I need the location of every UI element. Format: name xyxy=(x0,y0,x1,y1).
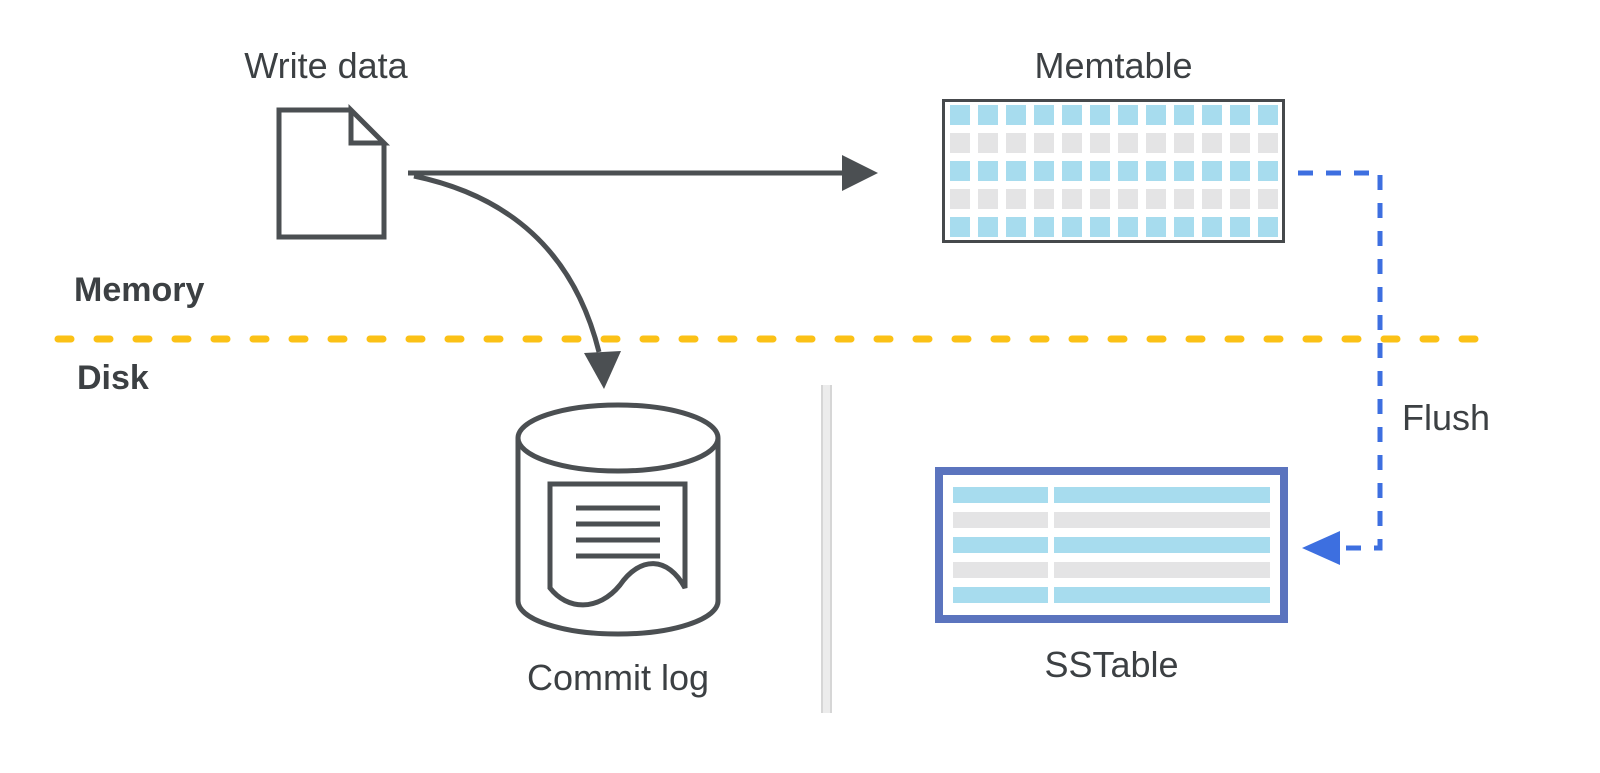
memtable-cell xyxy=(1229,133,1250,153)
memtable-grid xyxy=(945,102,1282,240)
memtable-cell xyxy=(1033,133,1054,153)
document-icon xyxy=(276,103,391,240)
memtable-cell xyxy=(1089,105,1110,125)
memtable-cell xyxy=(1229,217,1250,237)
memtable-cell xyxy=(1229,161,1250,181)
memtable-cell xyxy=(977,189,998,209)
flush-arrow xyxy=(1298,170,1383,565)
sstable-label: SSTable xyxy=(1044,644,1179,685)
flush-label: Flush xyxy=(1402,397,1491,438)
memtable-cell xyxy=(1089,189,1110,209)
log-text-lines-icon xyxy=(576,505,660,559)
memtable-cell xyxy=(1201,133,1222,153)
memtable-cell xyxy=(949,105,970,125)
memtable-cell xyxy=(1173,105,1194,125)
memtable-cell xyxy=(1173,189,1194,209)
memtable-cell xyxy=(1061,189,1082,209)
sstable-row xyxy=(953,512,1270,528)
memtable-cell xyxy=(1173,133,1194,153)
memtable-cell xyxy=(1033,161,1054,181)
commit-log-label: Commit log xyxy=(526,657,710,698)
memtable-cell xyxy=(977,105,998,125)
memtable-node xyxy=(942,99,1285,243)
disk-zone-label: Disk xyxy=(77,359,149,397)
memtable-cell xyxy=(977,133,998,153)
sstable-rows xyxy=(953,487,1270,603)
memtable-cell xyxy=(1061,161,1082,181)
write-to-commitlog-arrow xyxy=(413,173,621,389)
sstable-cell xyxy=(1054,562,1270,578)
memtable-cell xyxy=(1257,105,1278,125)
memtable-cell xyxy=(1145,105,1166,125)
memtable-cell xyxy=(949,161,970,181)
memtable-cell xyxy=(1229,105,1250,125)
memtable-cell xyxy=(1005,105,1026,125)
sstable-row xyxy=(953,562,1270,578)
sstable-row xyxy=(953,537,1270,553)
sstable-cell xyxy=(953,537,1048,553)
memtable-cell xyxy=(1089,133,1110,153)
memtable-cell xyxy=(1061,105,1082,125)
disk-section-separator xyxy=(821,385,832,713)
commit-log-cylinder-icon xyxy=(515,402,721,637)
memtable-cell xyxy=(1005,217,1026,237)
memtable-cell xyxy=(1089,161,1110,181)
memtable-cell xyxy=(949,189,970,209)
memtable-label: Memtable xyxy=(1034,45,1193,86)
memtable-cell xyxy=(977,217,998,237)
memtable-cell xyxy=(1033,189,1054,209)
memtable-cell xyxy=(1257,189,1278,209)
memtable-cell xyxy=(1257,161,1278,181)
log-document-icon xyxy=(547,481,688,608)
memtable-cell xyxy=(1257,133,1278,153)
sstable-row xyxy=(953,487,1270,503)
memtable-cell xyxy=(1005,161,1026,181)
memtable-cell xyxy=(1117,161,1138,181)
sstable-cell xyxy=(1054,587,1270,603)
memtable-cell xyxy=(1005,133,1026,153)
memtable-cell xyxy=(949,133,970,153)
memtable-cell xyxy=(1061,133,1082,153)
memtable-cell xyxy=(1117,189,1138,209)
memory-zone-label: Memory xyxy=(74,271,205,309)
memtable-cell xyxy=(1005,189,1026,209)
sstable-node xyxy=(935,467,1288,623)
memtable-cell xyxy=(1145,133,1166,153)
sstable-cell xyxy=(1054,512,1270,528)
write-data-label: Write data xyxy=(244,45,408,86)
memtable-cell xyxy=(949,217,970,237)
memtable-cell xyxy=(1201,217,1222,237)
memtable-cell xyxy=(1201,161,1222,181)
memtable-cell xyxy=(1061,217,1082,237)
memtable-cell xyxy=(1173,161,1194,181)
memtable-cell xyxy=(1033,105,1054,125)
arrowhead-left-icon xyxy=(1302,531,1340,565)
memtable-cell xyxy=(1201,105,1222,125)
memtable-cell xyxy=(1033,217,1054,237)
sstable-cell xyxy=(1054,487,1270,503)
sstable-cell xyxy=(953,487,1048,503)
sstable-cell xyxy=(953,587,1048,603)
write-to-memtable-arrow xyxy=(408,155,878,191)
sstable-cell xyxy=(953,562,1048,578)
memtable-cell xyxy=(1201,189,1222,209)
memtable-cell xyxy=(1117,133,1138,153)
sstable-row xyxy=(953,587,1270,603)
memtable-cell xyxy=(1145,189,1166,209)
arrowhead-down-icon xyxy=(584,351,621,389)
memtable-cell xyxy=(1229,189,1250,209)
memtable-cell xyxy=(1145,161,1166,181)
memtable-cell xyxy=(977,161,998,181)
memtable-cell xyxy=(1117,105,1138,125)
memtable-cell xyxy=(1089,217,1110,237)
sstable-cell xyxy=(953,512,1048,528)
memtable-cell xyxy=(1173,217,1194,237)
memtable-cell xyxy=(1117,217,1138,237)
sstable-cell xyxy=(1054,537,1270,553)
memtable-cell xyxy=(1145,217,1166,237)
arrowhead-right-icon xyxy=(842,155,878,191)
memtable-cell xyxy=(1257,217,1278,237)
